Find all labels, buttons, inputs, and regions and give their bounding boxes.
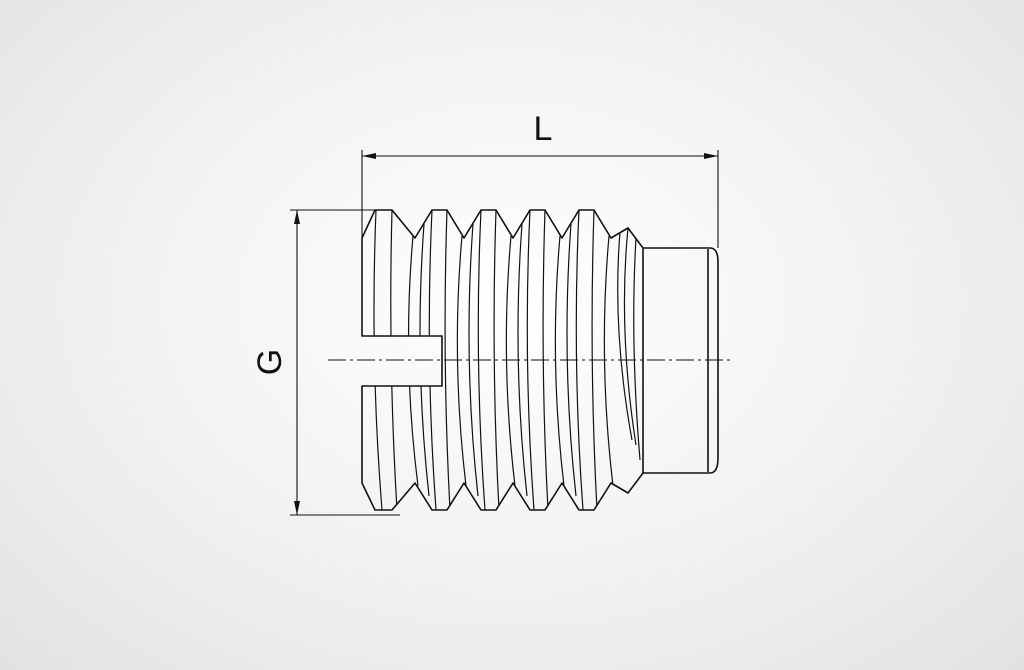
length-dimension (361, 150, 719, 248)
diameter-label: G (251, 349, 289, 375)
thread-outline (361, 209, 644, 511)
length-label: L (534, 110, 553, 148)
diameter-dimension (290, 209, 400, 516)
screw-body (361, 209, 644, 511)
